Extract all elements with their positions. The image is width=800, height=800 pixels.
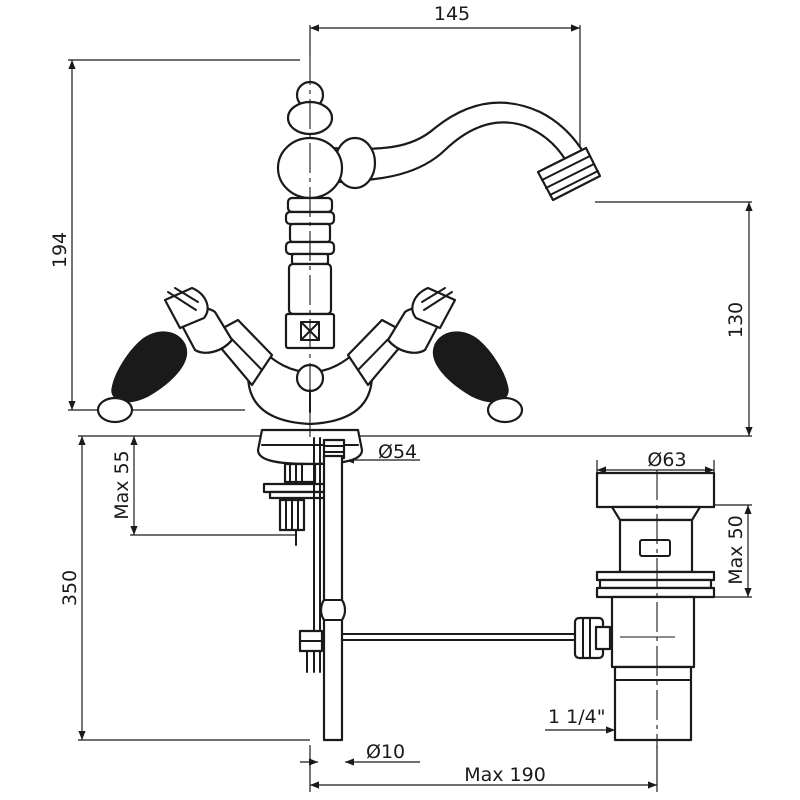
- label-max-50: Max 50: [725, 515, 747, 585]
- dimension-lines: [68, 24, 753, 792]
- label-diameter-10: Ø10: [366, 741, 405, 763]
- label-diameter-63: Ø63: [647, 449, 686, 471]
- label-max-55: Max 55: [111, 450, 133, 520]
- label-145: 145: [434, 3, 470, 25]
- right-handle: [346, 286, 524, 424]
- faucet-body: [246, 80, 602, 426]
- label-350: 350: [59, 570, 81, 606]
- label-max-190: Max 190: [464, 764, 546, 786]
- left-handle: [96, 286, 274, 424]
- label-194: 194: [49, 232, 71, 268]
- dimension-labels: 145 194 130 Ø54 Max 55 350 Ø63 Max 50 1 …: [49, 3, 747, 786]
- label-130: 130: [725, 302, 747, 338]
- waste-assembly: [341, 471, 716, 742]
- mounting-assembly: [256, 428, 364, 742]
- label-thread-1-1-4: 1 1/4": [548, 706, 605, 728]
- label-diameter-54: Ø54: [378, 441, 417, 463]
- center-axes: [309, 55, 675, 748]
